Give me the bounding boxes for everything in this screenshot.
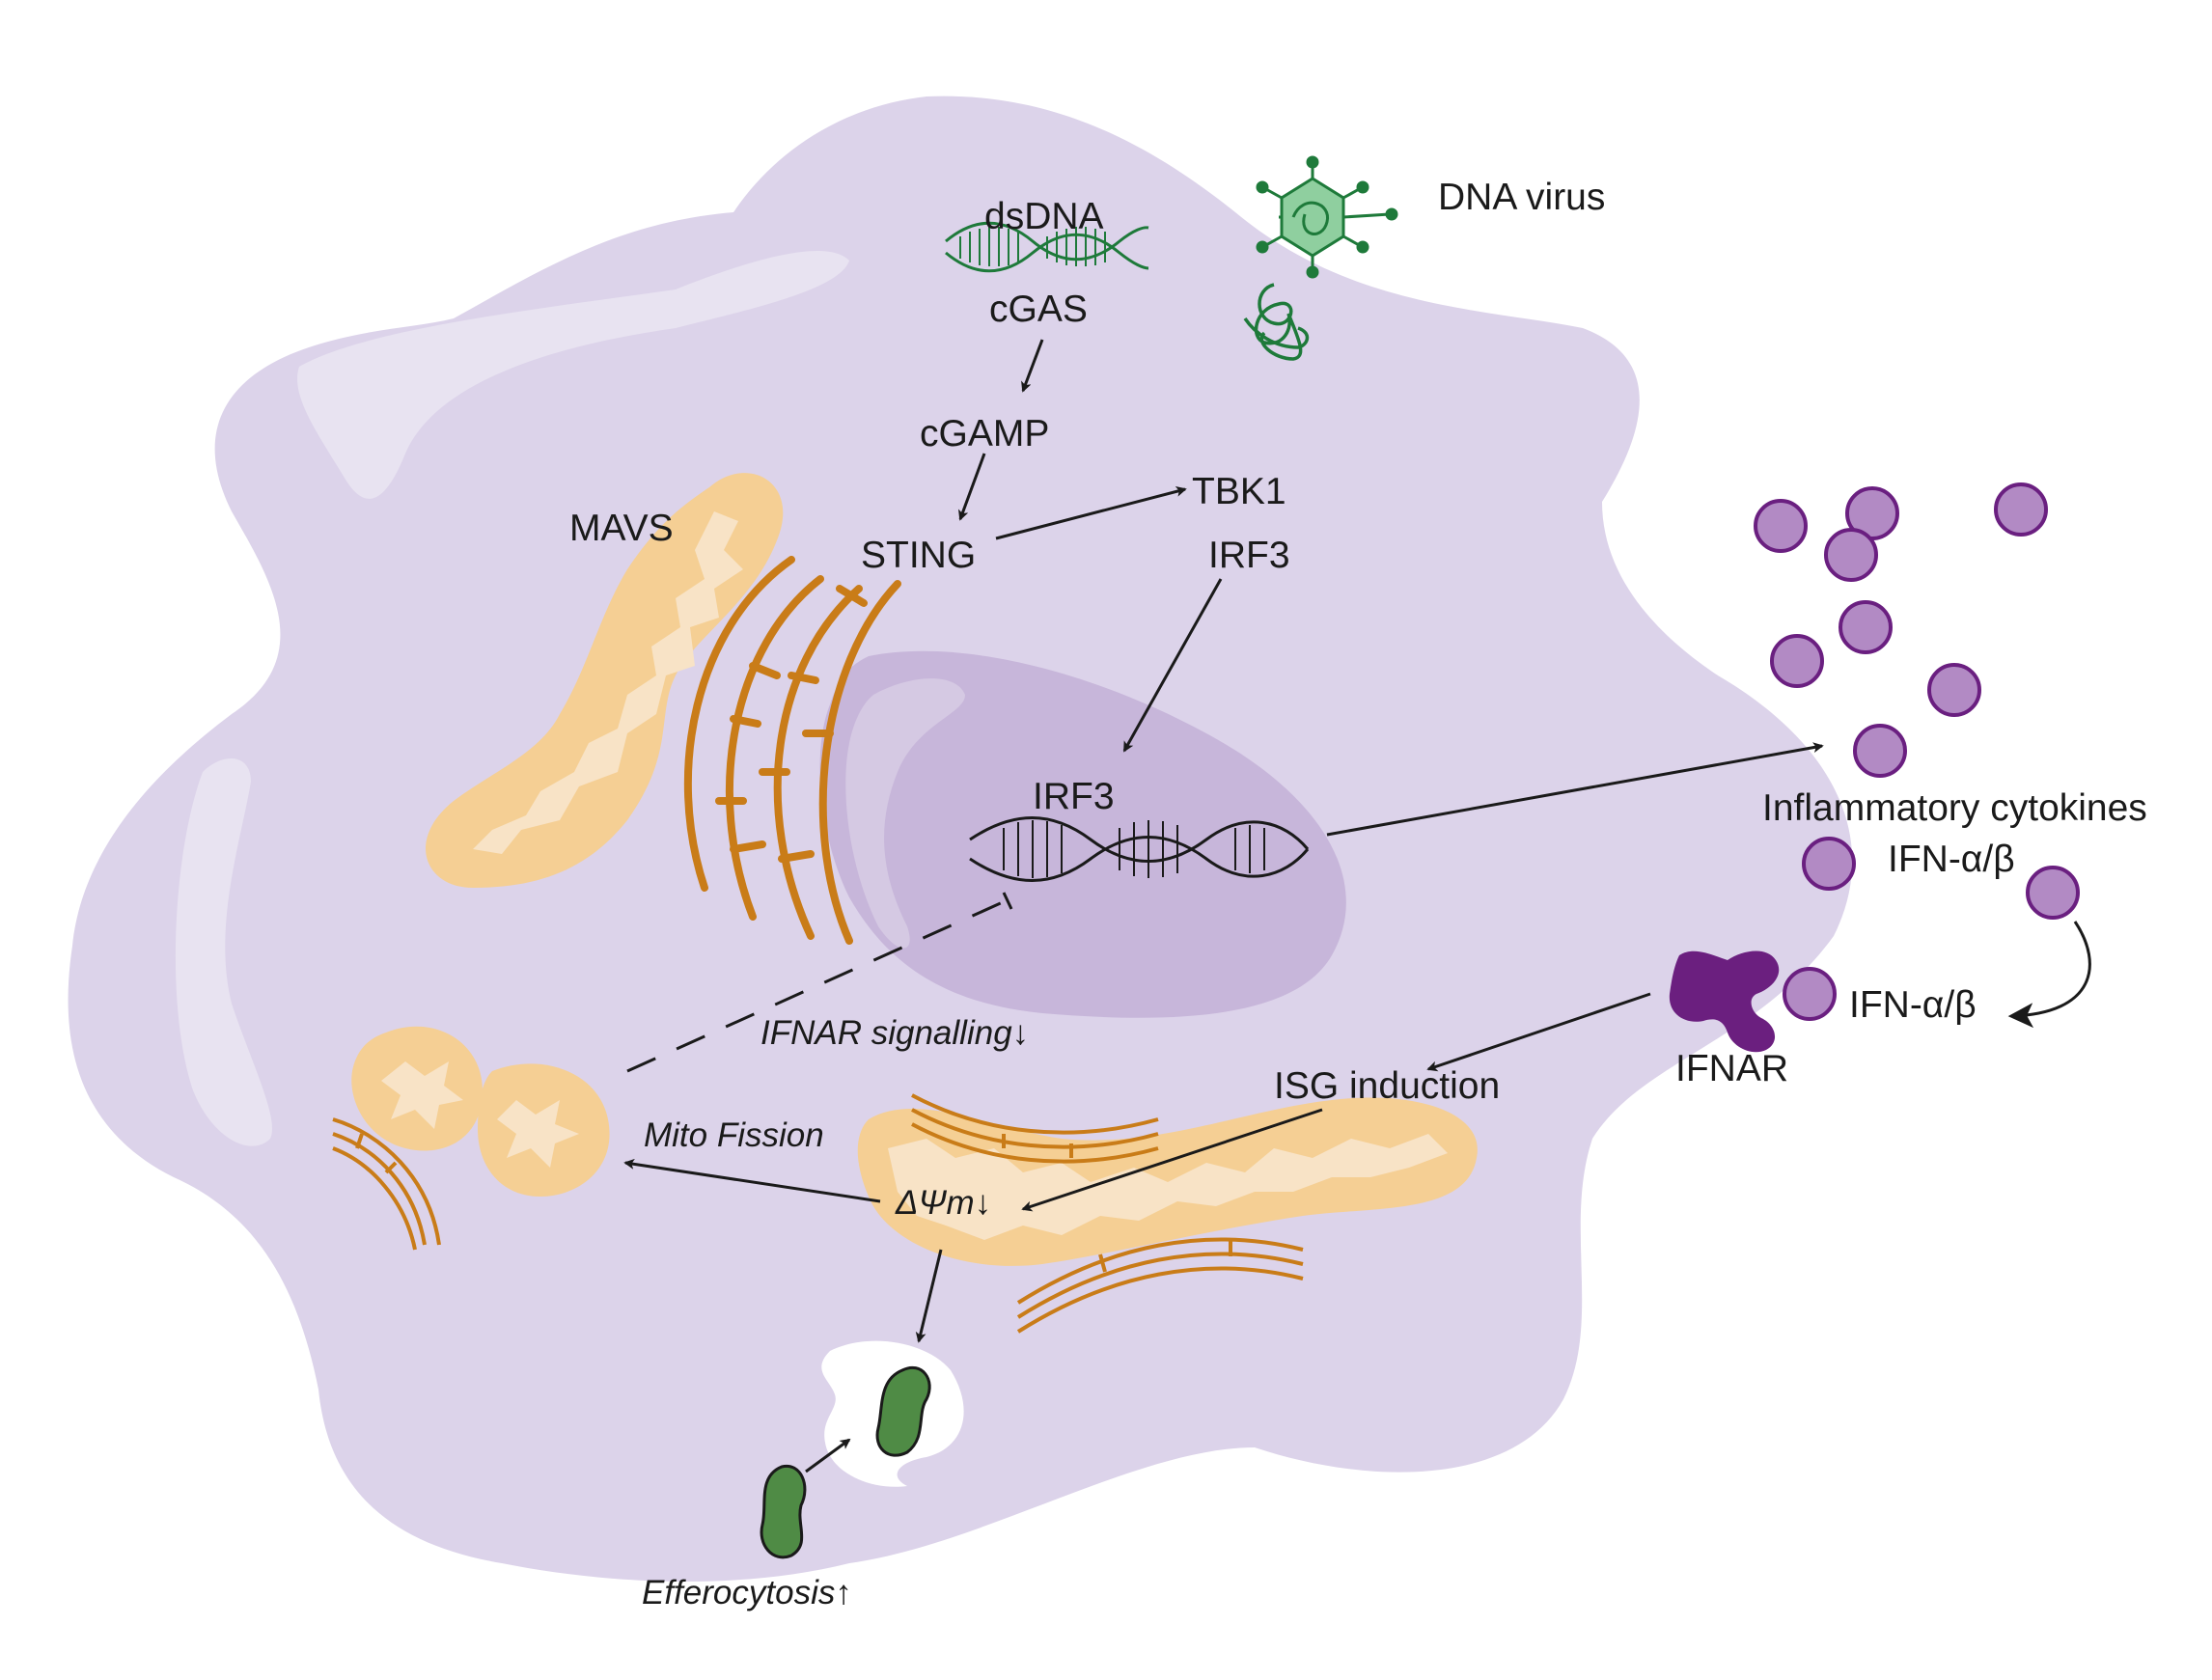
label-delta-psi: ΔΨm↓	[895, 1184, 991, 1222]
arrow-cgas-to-cgamp	[1021, 339, 1044, 393]
label-ifnar: IFNAR	[1675, 1048, 1788, 1089]
cell-highlight-left	[175, 758, 272, 1146]
cytokine-icon	[1754, 499, 1808, 553]
label-tbk1: TBK1	[1192, 471, 1286, 512]
er-fragment-upper	[911, 1093, 1159, 1164]
cytokine-icon	[1927, 663, 1981, 717]
label-efferocytosis: Efferocytosis↑	[642, 1574, 852, 1611]
apoptotic-cell-icon-engulfed	[875, 1365, 931, 1457]
label-inflammatory-cytokines: Inflammatory cytokines	[1762, 787, 2147, 829]
er-fragment-lower	[1016, 1237, 1304, 1334]
inhibition-dashed-line	[626, 895, 1014, 1073]
arrow-isg-to-delta-psi	[1021, 1108, 1323, 1212]
mitochondrion-fragment-2	[478, 1063, 610, 1197]
label-mito-fission: Mito Fission	[644, 1116, 824, 1154]
mitochondrion-elongated	[857, 1097, 1478, 1266]
label-irf3-nucleus: IRF3	[1033, 776, 1115, 817]
cytokine-icon	[1839, 600, 1893, 654]
label-mavs: MAVS	[569, 508, 674, 549]
label-irf3-cytoplasm: IRF3	[1208, 535, 1290, 576]
label-dsdna: dsDNA	[984, 196, 1104, 237]
arrow-ifnar-to-isg	[1426, 992, 1651, 1072]
mitochondrion-mavs	[426, 473, 784, 888]
label-cgamp: cGAMP	[920, 413, 1049, 454]
arrow-delta-psi-to-fission	[623, 1158, 881, 1203]
cytokine-icon	[1770, 634, 1824, 688]
cytokine-icon	[1853, 724, 1907, 778]
inhibition-bar	[1002, 892, 1013, 910]
dsdna-helix-icon	[945, 221, 1149, 273]
er-fragment-left	[332, 1117, 441, 1251]
arrow-ifn-to-receptor	[2007, 921, 2091, 1029]
cytokine-icon-bound	[1783, 967, 1837, 1021]
endoplasmic-reticulum	[683, 556, 901, 945]
cytokine-icon	[1994, 482, 2048, 537]
label-dna-virus: DNA virus	[1438, 177, 1605, 218]
label-sting: STING	[861, 535, 976, 576]
cell-highlight-upper	[297, 251, 850, 499]
label-cgas: cGAS	[989, 289, 1088, 330]
apoptotic-cell-icon	[760, 1464, 807, 1559]
cytokine-cluster	[1754, 482, 2080, 1021]
label-ifn-bound: IFN-α/β	[1849, 984, 1977, 1026]
arrow-sting-to-tbk1	[995, 485, 1187, 540]
viral-dna-icon	[1243, 283, 1310, 361]
nuclear-dna-helix-icon	[969, 816, 1310, 882]
cytokine-icon	[2026, 866, 2080, 920]
cytokine-icon	[1824, 528, 1878, 582]
dna-virus-icon	[1256, 155, 1398, 279]
label-ifn-secreted: IFN-α/β	[1888, 839, 2015, 880]
arrow-nucleus-to-cytokines	[1326, 742, 1824, 837]
arrow-delta-psi-to-efferocytosis	[915, 1249, 943, 1343]
arrow-cgamp-to-sting	[958, 453, 986, 521]
label-ifnar-signalling: IFNAR signalling↓	[760, 1014, 1029, 1052]
pathway-arrows	[623, 339, 2091, 1473]
ifnar-receptor-icon	[1669, 950, 1780, 1053]
cytokine-icon	[1802, 837, 1856, 891]
nucleus-highlight	[845, 678, 965, 949]
mitochondrion-fragment-1	[351, 1026, 483, 1151]
arrow-efferocytosis	[805, 1438, 851, 1473]
arrow-irf3-to-nucleus	[1122, 578, 1223, 753]
label-isg-induction: ISG induction	[1274, 1065, 1500, 1107]
